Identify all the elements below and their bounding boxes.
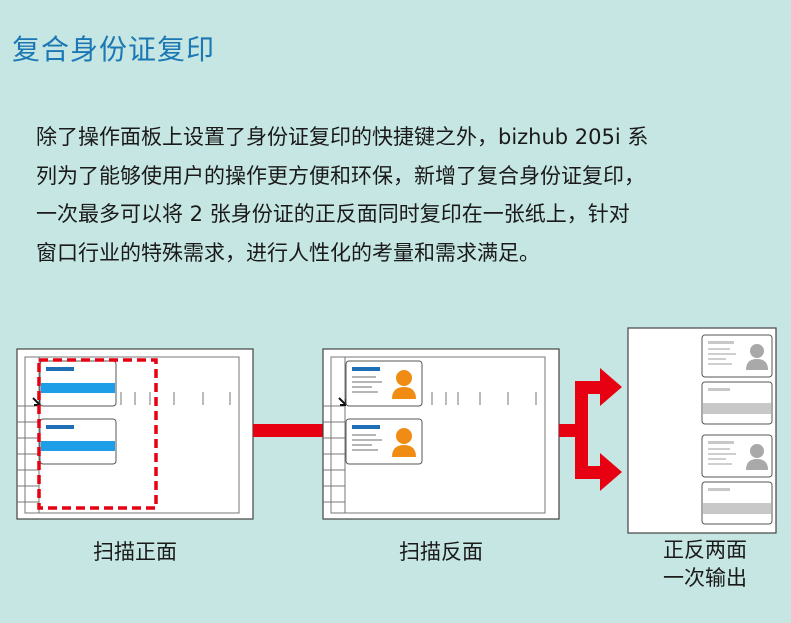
description: 除了操作面板上设置了身份证复印的快捷键之外，bizhub 205i 系 列为了能… (36, 118, 776, 272)
step-label-output: 正反两面 一次输出 (645, 536, 765, 592)
description-line: 一次最多可以将 2 张身份证的正反面同时复印在一张纸上，针对 (36, 202, 630, 226)
output-paper-icon (627, 327, 777, 534)
description-line: 除了操作面板上设置了身份证复印的快捷键之外，bizhub 205i 系 (36, 125, 649, 149)
step-label-scan-back: 扫描反面 (399, 540, 483, 564)
scanner-glass-front-icon (16, 348, 254, 520)
split-arrow-icon (559, 368, 622, 491)
step-label-output-line1: 正反两面 (663, 538, 747, 562)
step-label-scan-front: 扫描正面 (93, 540, 177, 564)
description-line: 列为了能够使用户的操作更方便和环保，新增了复合身份证复印， (36, 163, 645, 188)
step-label-output-line2: 一次输出 (663, 566, 747, 590)
scanner-glass-back-icon (322, 348, 560, 520)
flow-connector (253, 424, 323, 437)
description-line: 窗口行业的特殊需求，进行人性化的考量和需求满足。 (36, 240, 540, 265)
page-title: 复合身份证复印 (12, 33, 216, 66)
